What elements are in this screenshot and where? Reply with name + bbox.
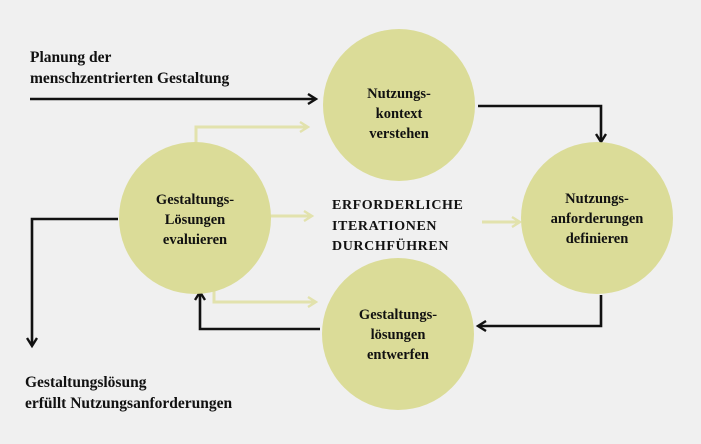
node-context-line2: kontext xyxy=(375,106,423,122)
iterations-label-line2: ITERATIONEN xyxy=(332,218,438,234)
iterations-label-line1: ERFORDERLICHE xyxy=(332,198,464,213)
end-label-line1: Gestaltungslösung xyxy=(25,374,147,391)
node-design-line2: lösungen xyxy=(370,327,426,343)
iteration-arrow-to-context xyxy=(194,127,308,143)
node-requirements-line3: definieren xyxy=(565,231,629,247)
start-label-line1: Planung der xyxy=(30,49,112,66)
flow-arrow-requirements-to-design xyxy=(478,295,603,326)
node-context-line1: Nutzungs- xyxy=(367,86,431,102)
node-design-circle xyxy=(322,258,474,410)
flow-arrow-design-to-evaluate xyxy=(200,292,320,331)
node-requirements-label: Nutzungs- anforderungen definieren xyxy=(530,189,664,249)
node-context-circle xyxy=(323,29,475,181)
node-evaluate-line1: Gestaltungs- xyxy=(155,192,235,208)
node-evaluate-circle xyxy=(119,142,271,294)
end-arrow xyxy=(32,217,118,346)
node-requirements-line1: Nutzungs- xyxy=(565,191,629,207)
start-label: Planung der menschzentrierten Gestaltung xyxy=(30,47,229,89)
iterations-label: ERFORDERLICHE ITERATIONEN DURCHFÜHREN xyxy=(332,196,463,258)
node-context-line3: verstehen xyxy=(369,126,429,142)
start-label-line2: menschzentrierten Gestaltung xyxy=(30,70,230,87)
node-context-label: Nutzungs- kontext verstehen xyxy=(339,84,459,144)
node-design-line1: Gestaltungs- xyxy=(358,307,438,323)
iterations-label-line3: DURCHFÜHREN xyxy=(332,239,450,254)
node-requirements-circle xyxy=(521,142,673,294)
end-label-line2: erfüllt Nutzungsanforderungen xyxy=(25,395,233,412)
end-label: Gestaltungslösung erfüllt Nutzungsanford… xyxy=(25,372,232,414)
flow-arrow-context-to-requirements xyxy=(478,104,601,142)
node-evaluate-line3: evaluieren xyxy=(162,232,228,248)
node-evaluate-label: Gestaltungs- Lösungen evaluieren xyxy=(135,190,255,250)
iteration-arrow-to-design xyxy=(212,287,316,302)
node-evaluate-line2: Lösungen xyxy=(164,212,226,228)
node-requirements-line2: anforderungen xyxy=(550,211,644,227)
node-design-line3: entwerfen xyxy=(366,347,429,363)
node-design-label: Gestaltungs- lösungen entwerfen xyxy=(336,305,460,365)
